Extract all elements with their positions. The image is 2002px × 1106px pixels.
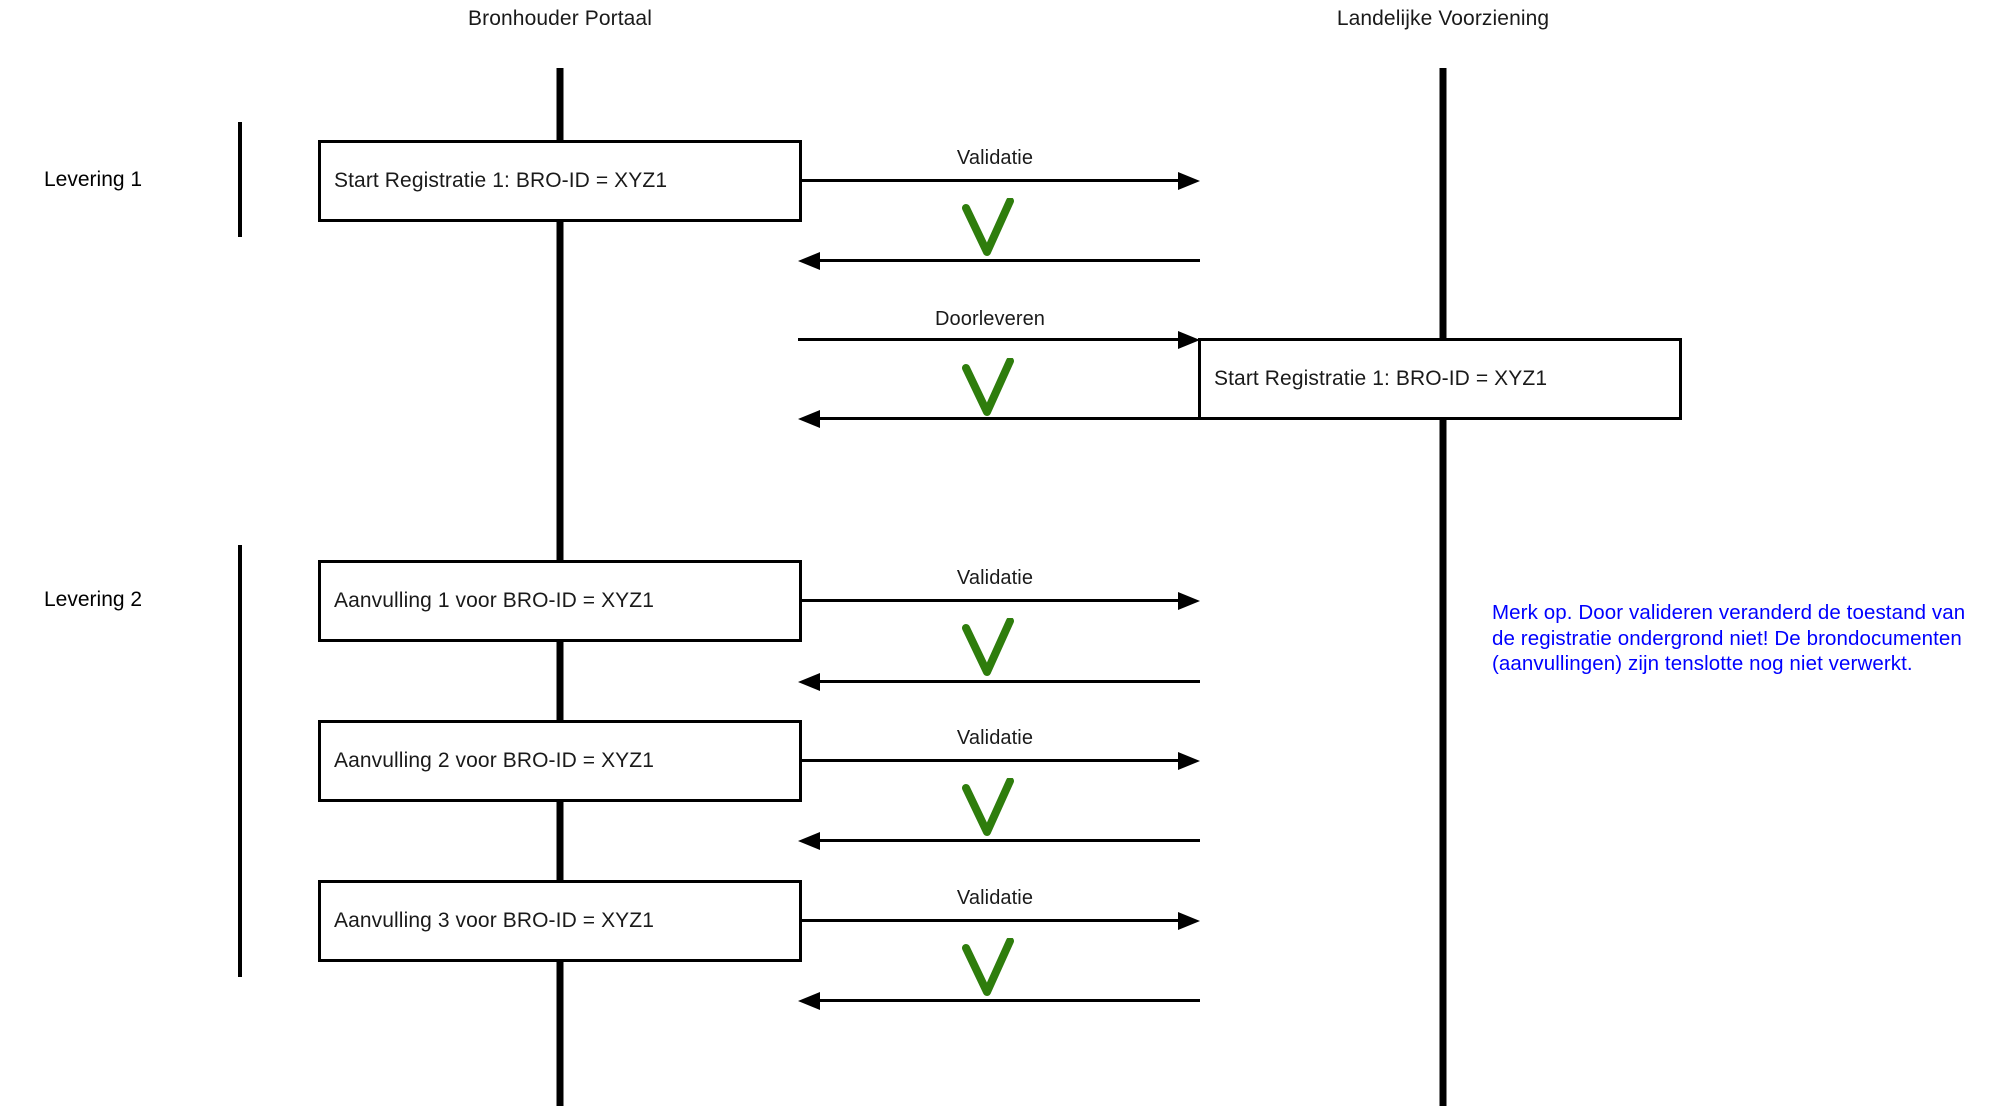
box-aanvulling-2[interactable]: Aanvulling 2 voor BRO-ID = XYZ1	[318, 720, 802, 802]
check-icon-5	[960, 937, 1020, 1005]
msg-return-5-line	[820, 999, 1200, 1002]
group-bracket-levering-2	[238, 545, 242, 977]
check-icon-4	[960, 777, 1020, 845]
msg-return-2-line	[820, 417, 1200, 420]
msg-return-4-line	[820, 839, 1200, 842]
msg-validatie-2-arrowhead	[1178, 591, 1200, 610]
lifeline-title-landelijke-voorziening: Landelijke Voorziening	[1336, 7, 1550, 30]
box-start-registratie-left-label: Start Registratie 1: BRO-ID = XYZ1	[334, 169, 668, 192]
msg-return-4-arrowhead	[798, 831, 820, 850]
msg-doorleveren-label: Doorleveren	[934, 308, 1046, 330]
msg-validatie-2-line	[802, 599, 1180, 602]
box-start-registratie-right-label: Start Registratie 1: BRO-ID = XYZ1	[1214, 367, 1548, 390]
group-label-levering-2: Levering 2	[44, 588, 143, 611]
msg-validatie-4-arrowhead	[1178, 911, 1200, 930]
msg-return-1-arrowhead	[798, 251, 820, 270]
check-icon-2	[960, 357, 1020, 425]
msg-return-5-arrowhead	[798, 991, 820, 1010]
msg-validatie-4-line	[802, 919, 1180, 922]
msg-return-3-arrowhead	[798, 672, 820, 691]
box-start-registratie-left[interactable]: Start Registratie 1: BRO-ID = XYZ1	[318, 140, 802, 222]
msg-return-3-line	[820, 680, 1200, 683]
box-aanvulling-3-label: Aanvulling 3 voor BRO-ID = XYZ1	[334, 909, 654, 932]
check-icon-1	[960, 197, 1020, 265]
box-aanvulling-1-label: Aanvulling 1 voor BRO-ID = XYZ1	[334, 589, 654, 612]
note-validatie: Merk op. Door valideren veranderd de toe…	[1492, 601, 1966, 675]
msg-validatie-1-line	[802, 179, 1180, 182]
msg-doorleveren-arrowhead	[1178, 330, 1200, 349]
msg-validatie-1-arrowhead	[1178, 171, 1200, 190]
msg-validatie-4-label: Validatie	[956, 887, 1034, 909]
box-start-registratie-right[interactable]: Start Registratie 1: BRO-ID = XYZ1	[1198, 338, 1682, 420]
msg-validatie-3-label: Validatie	[956, 727, 1034, 749]
msg-return-1-line	[820, 259, 1200, 262]
msg-validatie-2-label: Validatie	[956, 567, 1034, 589]
box-aanvulling-1[interactable]: Aanvulling 1 voor BRO-ID = XYZ1	[318, 560, 802, 642]
group-label-levering-1: Levering 1	[44, 168, 143, 191]
msg-validatie-3-line	[802, 759, 1180, 762]
check-icon-3	[960, 617, 1020, 685]
group-bracket-levering-1	[238, 122, 242, 237]
msg-validatie-3-arrowhead	[1178, 751, 1200, 770]
msg-return-2-arrowhead	[798, 409, 820, 428]
box-aanvulling-2-label: Aanvulling 2 voor BRO-ID = XYZ1	[334, 749, 654, 772]
lifeline-bar-landelijke-voorziening	[1439, 68, 1447, 1106]
lifeline-title-bronhouder-portaal: Bronhouder Portaal	[468, 7, 652, 30]
box-aanvulling-3[interactable]: Aanvulling 3 voor BRO-ID = XYZ1	[318, 880, 802, 962]
msg-validatie-1-label: Validatie	[956, 147, 1034, 169]
msg-doorleveren-line	[798, 338, 1180, 341]
